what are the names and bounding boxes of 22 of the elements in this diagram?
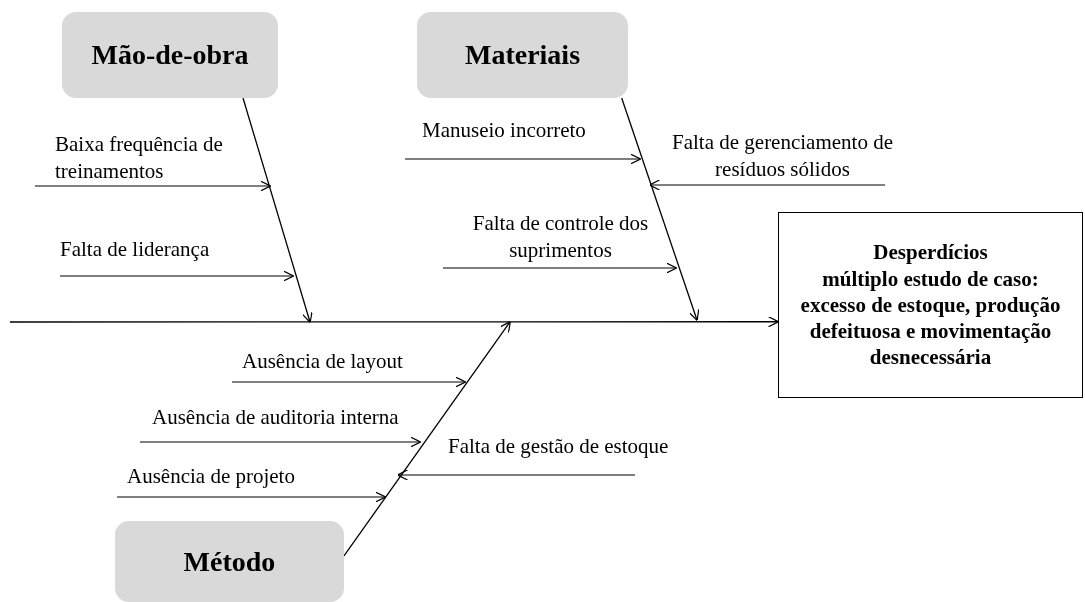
cause-label: Falta de gestão de estoque xyxy=(448,433,670,460)
bone-arrow xyxy=(621,97,700,322)
cause-label: Ausência de projeto xyxy=(127,463,296,490)
bone-arrow xyxy=(343,321,511,557)
cause-label: Falta de liderança xyxy=(60,236,211,263)
category-title: Método xyxy=(183,545,276,578)
cause-label: Falta de gerenciamento de resíduos sólidos xyxy=(671,129,894,184)
cause-label: Baixa frequência de treinamentos xyxy=(55,131,224,186)
cause-label: Ausência de layout xyxy=(242,348,404,375)
category-title: Materiais xyxy=(464,39,581,71)
cause-label: Falta de controle dos suprimentos xyxy=(471,210,650,265)
category-box xyxy=(417,12,628,98)
bone-arrow xyxy=(242,97,313,324)
cause-label: Ausência de auditoria interna xyxy=(152,404,400,431)
cause-label: Manuseio incorreto xyxy=(422,117,587,144)
effect-box xyxy=(778,212,1083,398)
effect-title: Desperdícios xyxy=(873,239,988,266)
spine-arrow xyxy=(9,316,780,328)
effect-description: múltiplo estudo de caso: excesso de estoque, produção defeituosa e movimentação desnecessária xyxy=(799,265,1062,371)
category-box xyxy=(115,521,344,602)
category-title: Mão-de-obra xyxy=(91,39,249,71)
category-box xyxy=(62,12,278,98)
